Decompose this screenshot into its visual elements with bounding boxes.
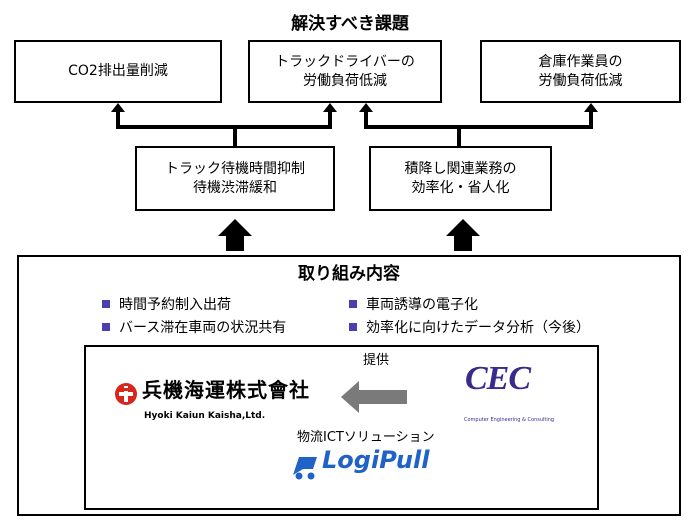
means-truck-waiting: トラック待機時間抑制 待機渋滞緩和	[135, 146, 335, 211]
arrowhead-driver-right	[359, 103, 373, 112]
solution-label: 物流ICTソリューション	[297, 430, 435, 445]
goal-warehouse-burden: 倉庫作業員の 労働負荷低減	[480, 40, 681, 103]
goal-co2-label: CO2排出量削減	[68, 63, 168, 79]
actions-title: 取り組み内容	[298, 264, 400, 284]
arrowhead-co2	[111, 103, 125, 112]
hyoki-company-romaji: Hyoki Kaiun Kaisha,Ltd.	[144, 411, 266, 421]
goal-driver-burden: トラックドライバーの 労働負荷低減	[248, 40, 442, 103]
action-item: バース滞在車両の状況共有	[102, 319, 286, 337]
bullet-square-icon	[349, 300, 357, 308]
arrowhead-driver-left	[323, 103, 337, 112]
block-arrows	[218, 219, 480, 251]
action-item: 時間予約制入出荷	[102, 296, 231, 314]
logipull-truck-icon	[293, 457, 317, 480]
goal-co2-reduction: CO2排出量削減	[14, 40, 222, 103]
means-loading-line2: 効率化・省人化	[411, 179, 510, 196]
bullet-square-icon	[102, 300, 110, 308]
block-arrow-left	[218, 219, 252, 251]
bullet-square-icon	[102, 323, 110, 331]
provide-label: 提供	[363, 353, 390, 368]
right-branch-connector	[364, 108, 593, 146]
goal-warehouse-line2: 労働負荷低減	[538, 72, 623, 89]
collaboration-panel: 提供 兵機海運株式會社 Hyoki Kaiun Kaisha,Ltd. CEC …	[84, 345, 599, 510]
action-item: 効率化に向けたデータ分析（今後）	[349, 319, 590, 337]
provide-arrow-icon	[341, 381, 407, 413]
action-item: 車両誘導の電子化	[349, 296, 478, 314]
arrowhead-warehouse	[584, 103, 598, 112]
means-loading-line1: 積降し関連業務の	[404, 160, 517, 177]
means-truck-line2: 待機渋滞緩和	[193, 179, 277, 196]
bullet-square-icon	[349, 323, 357, 331]
block-arrow-right	[446, 219, 480, 251]
means-truck-line1: トラック待機時間抑制	[165, 160, 305, 177]
means-loading-efficiency: 積降し関連業務の 効率化・省人化	[369, 146, 552, 211]
goal-driver-line1: トラックドライバーの	[275, 53, 415, 70]
logipull-logo: LogiPull	[322, 446, 430, 474]
up-arrowheads	[111, 103, 598, 112]
goal-warehouse-line1: 倉庫作業員の	[538, 53, 623, 70]
left-branch-connector	[116, 108, 332, 146]
hyoki-company-name: 兵機海運株式會社	[142, 378, 310, 402]
hyoki-emblem-icon	[115, 383, 137, 405]
cec-logo: CEC	[465, 360, 531, 397]
cec-tagline: Computer Engineering & Consulting	[464, 417, 555, 423]
goal-driver-line2: 労働負荷低減	[302, 72, 387, 89]
diagram-heading: 解決すべき課題	[291, 14, 409, 34]
